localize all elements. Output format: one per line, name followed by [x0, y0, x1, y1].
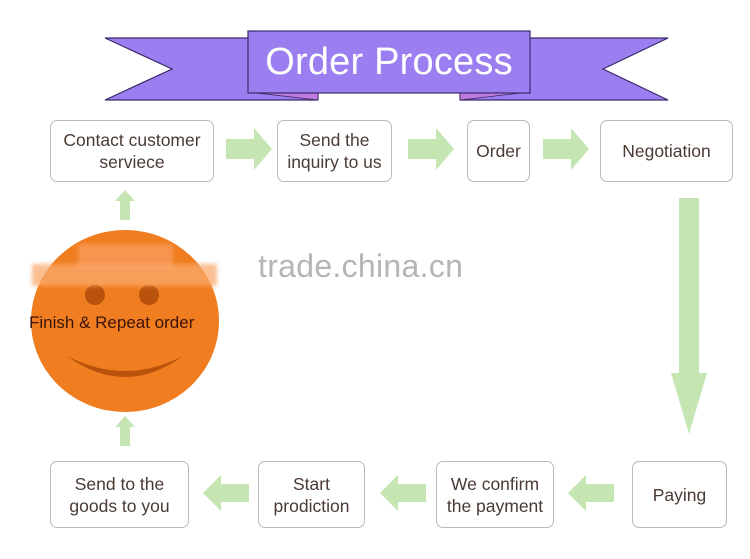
step-label-line1: Send the: [299, 130, 370, 150]
step-label: Negotiation: [622, 141, 711, 161]
arrow-down-icon: [671, 198, 707, 434]
step-confirm-payment: We confirm the payment: [436, 461, 554, 528]
arrow-left-icon: [380, 475, 426, 511]
step-send-goods: Send to the goods to you: [50, 461, 189, 528]
step-label: Paying: [652, 484, 707, 505]
smiley-right-eye: [139, 285, 159, 305]
title-banner: [104, 30, 669, 101]
banner-center: [247, 30, 531, 94]
arrow-up-icon: [115, 416, 135, 446]
step-label-line1: Contact customer: [63, 130, 201, 150]
step-label-line2: serviece: [99, 152, 165, 172]
final-step-label: Finish & Repeat order: [29, 313, 195, 332]
watermark: trade.china.cn: [258, 248, 464, 284]
step-start-production: Start prodiction: [258, 461, 365, 528]
step-label-line1: Send to the: [74, 473, 165, 494]
arrow-left-icon: [203, 475, 249, 511]
step-label-line1: Start: [293, 473, 330, 494]
arrow-up-icon: [115, 190, 135, 220]
step-send-inquiry: Send the inquiry to us: [277, 120, 392, 182]
step-label-line2: the payment: [446, 495, 544, 516]
step-label-line1: We confirm: [450, 473, 540, 494]
blur-overlay: [32, 264, 217, 286]
step-contact-customer-service: Contact customer serviece: [50, 120, 214, 182]
step-order: Order: [467, 120, 530, 182]
arrow-right-icon: [408, 128, 454, 170]
page-title: Order Process: [265, 40, 513, 83]
arrow-left-icon: [568, 475, 614, 511]
step-paying: Paying: [632, 461, 727, 528]
smiley-mouth: [67, 356, 183, 377]
step-negotiation: Negotiation: [600, 120, 733, 182]
arrow-right-icon: [543, 128, 589, 170]
step-label-line2: prodiction: [273, 495, 350, 516]
step-label-line2: inquiry to us: [287, 152, 382, 172]
arrow-right-icon: [226, 128, 272, 170]
step-label-line2: goods to you: [69, 495, 170, 516]
step-label: Order: [476, 141, 521, 161]
smiley-left-eye: [85, 285, 105, 305]
